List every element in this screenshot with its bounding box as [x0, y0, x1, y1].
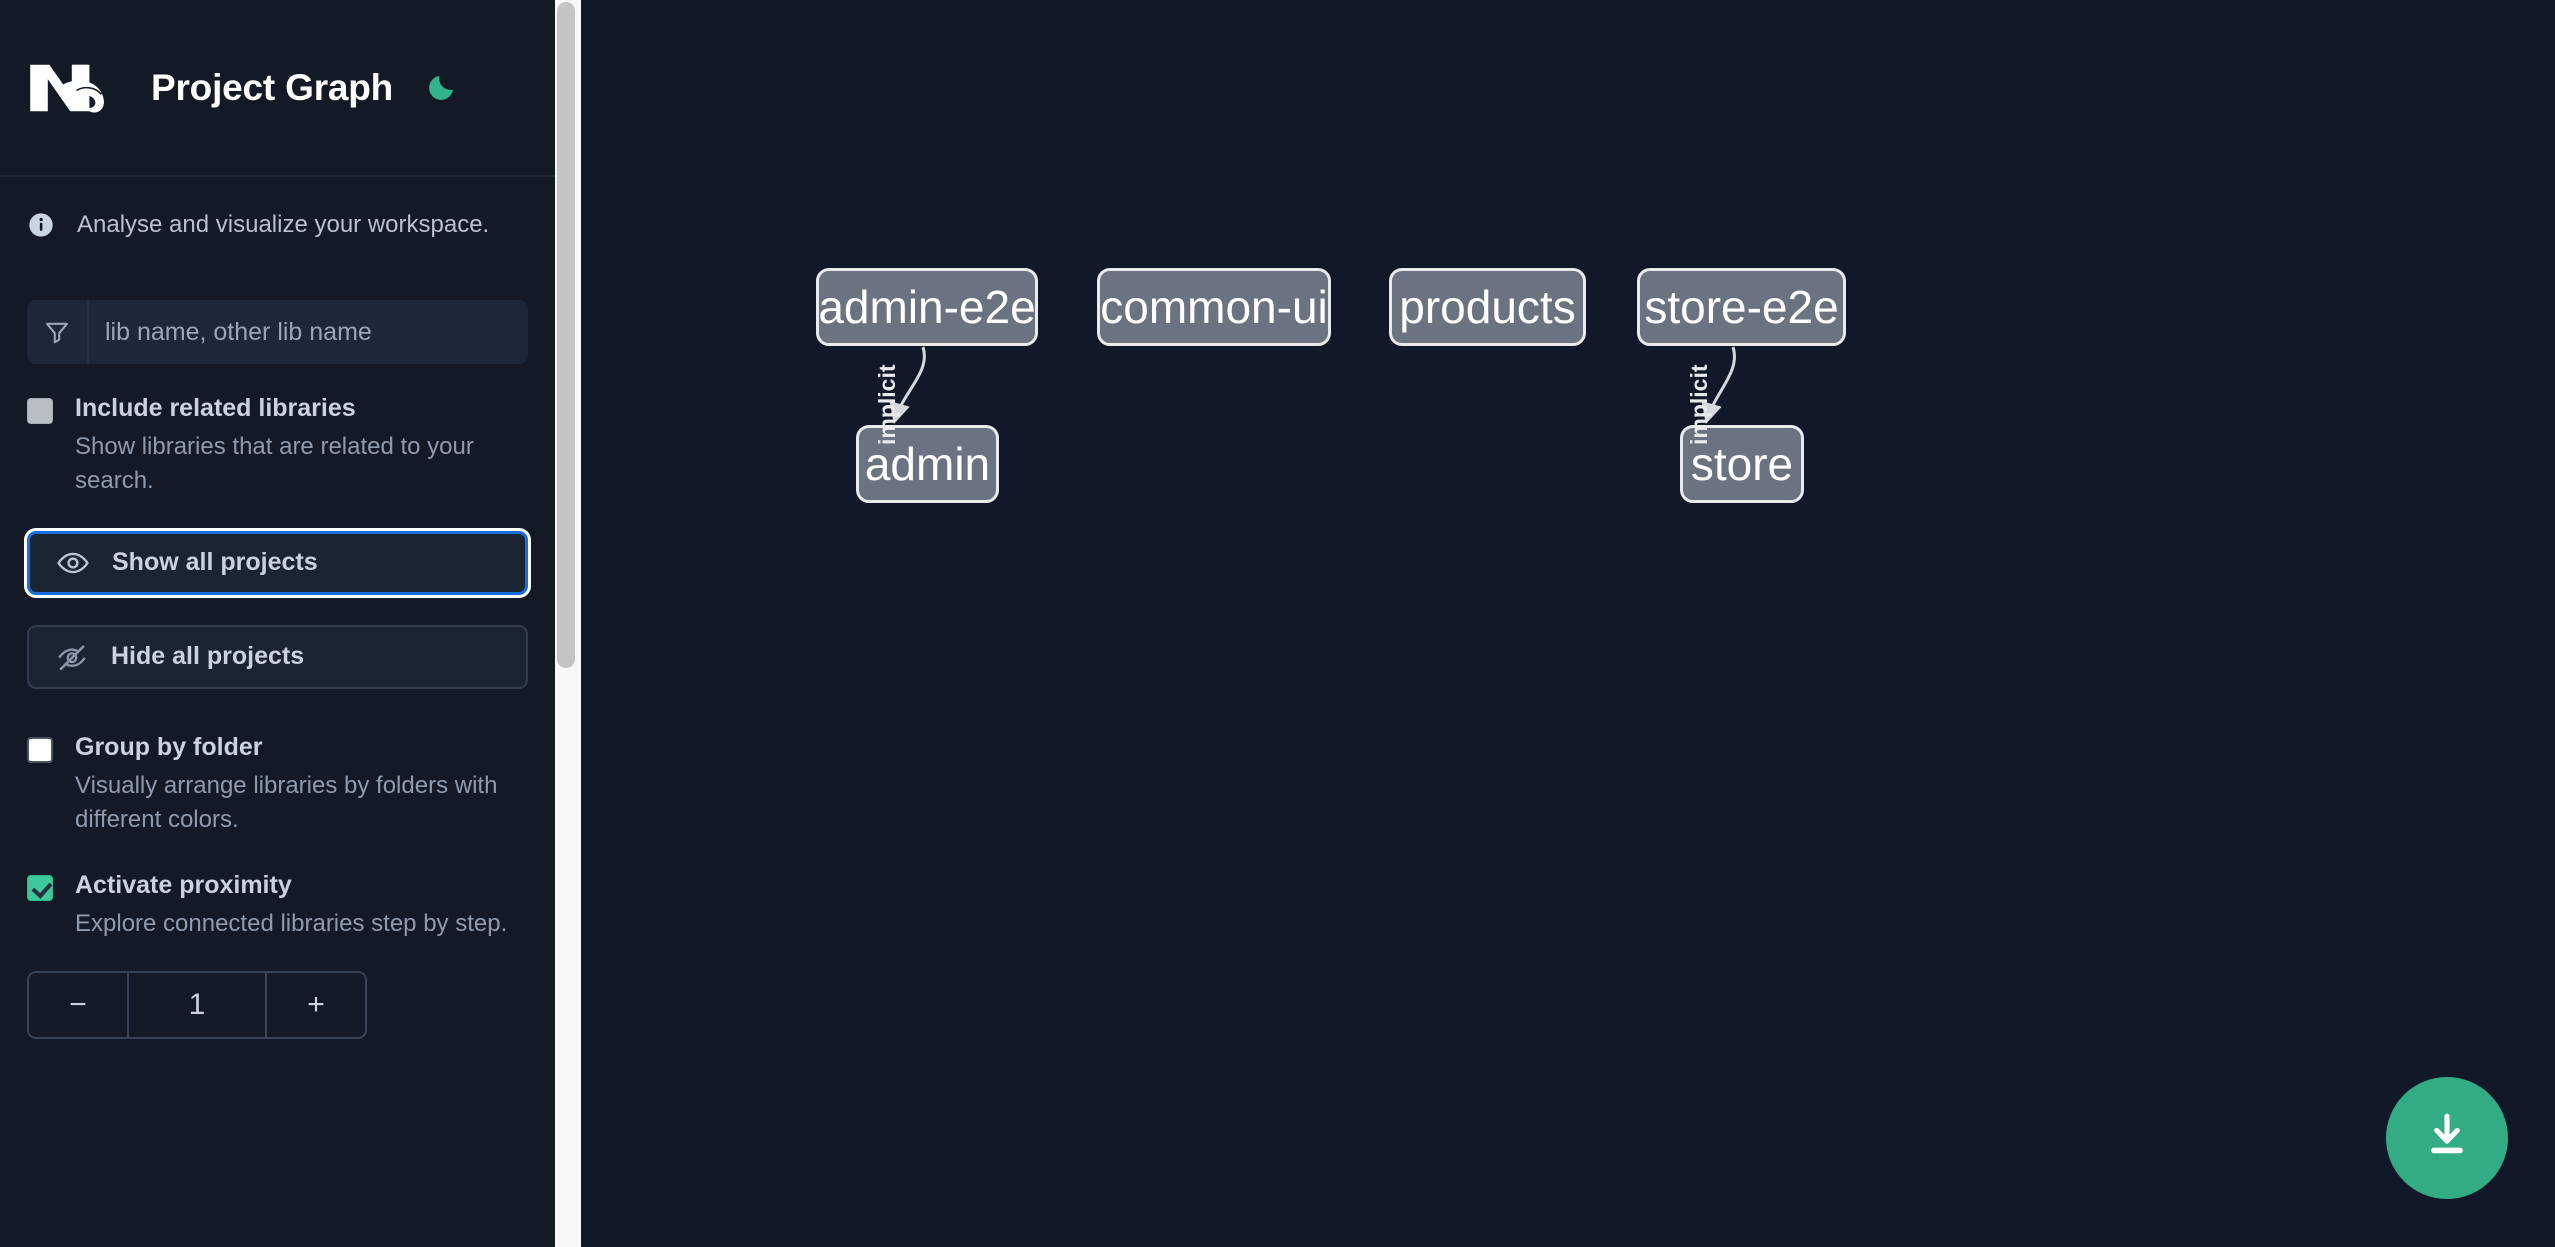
graph-node-products[interactable]: products	[1389, 268, 1586, 346]
edge-admin-e2e-to-admin	[889, 346, 926, 425]
proximity-value: 1	[188, 987, 206, 1021]
project-graph-canvas[interactable]: admin-e2e common-ui products store-e2e admin…	[583, 0, 2555, 1247]
option-include-related-libraries[interactable]: Include related libraries Show libraries…	[27, 394, 528, 498]
edge-label-admin-e2e-to-admin: implicit	[874, 364, 900, 445]
sidebar-header: Project Graph	[0, 0, 555, 177]
group-by-folder-label: Group by folder	[75, 732, 263, 761]
sidebar-scrollbar-thumb[interactable]	[557, 2, 575, 668]
moon-icon[interactable]	[421, 68, 461, 108]
workspace-description-text: Analyse and visualize your workspace.	[77, 211, 490, 238]
hide-all-projects-label: Hide all projects	[111, 642, 305, 671]
graph-node-admin-e2e[interactable]: admin-e2e	[816, 268, 1038, 346]
sidebar-body: Include related libraries Show libraries…	[0, 300, 555, 1039]
filter-funnel-icon	[27, 300, 89, 364]
download-graph-button[interactable]	[2386, 1077, 2508, 1199]
graph-node-store[interactable]: store	[1680, 425, 1804, 503]
sidebar-divider	[581, 0, 583, 1247]
include-related-libraries-checkbox[interactable]	[27, 398, 53, 424]
group-by-folder-checkbox[interactable]	[27, 736, 53, 763]
sidebar: Project Graph Analyse and visualize your…	[0, 0, 555, 1247]
show-all-projects-label: Show all projects	[112, 548, 318, 577]
activate-proximity-checkbox[interactable]	[27, 874, 53, 901]
download-icon	[2419, 1108, 2475, 1169]
option-group-by-folder[interactable]: Group by folder Visually arrange librari…	[27, 733, 528, 837]
edge-label-store-e2e-to-store: implicit	[1686, 364, 1712, 445]
eye-icon	[56, 546, 90, 580]
search-input[interactable]	[89, 300, 528, 364]
group-by-folder-description: Visually arrange libraries by folders wi…	[75, 771, 498, 833]
graph-edges	[889, 346, 1736, 425]
eye-off-icon	[55, 640, 89, 674]
edge-store-e2e-to-store	[1701, 346, 1736, 425]
graph-node-common-ui[interactable]: common-ui	[1097, 268, 1331, 346]
proximity-decrement-button[interactable]: −	[29, 972, 129, 1037]
option-activate-proximity[interactable]: Activate proximity Explore connected lib…	[27, 871, 528, 941]
nx-logo-icon	[27, 58, 123, 118]
proximity-increment-button[interactable]: +	[265, 972, 365, 1037]
include-related-libraries-description: Show libraries that are related to your …	[75, 432, 474, 494]
graph-node-admin[interactable]: admin	[856, 425, 999, 503]
page-title: Project Graph	[151, 66, 394, 108]
proximity-stepper: − 1 +	[27, 970, 367, 1039]
activate-proximity-description: Explore connected libraries step by step…	[75, 909, 508, 937]
include-related-libraries-label: Include related libraries	[75, 394, 356, 422]
activate-proximity-label: Activate proximity	[75, 870, 292, 899]
graph-node-store-e2e[interactable]: store-e2e	[1637, 268, 1846, 346]
filter-field[interactable]	[27, 300, 528, 364]
hide-all-projects-button[interactable]: Hide all projects	[27, 624, 528, 689]
info-icon	[27, 211, 55, 239]
workspace-description: Analyse and visualize your workspace.	[0, 177, 555, 273]
show-all-projects-button[interactable]: Show all projects	[27, 530, 528, 595]
